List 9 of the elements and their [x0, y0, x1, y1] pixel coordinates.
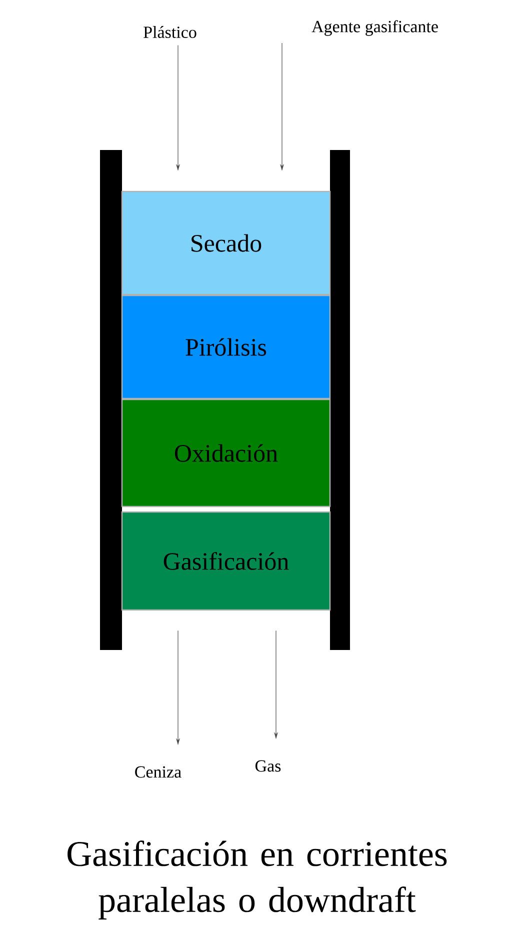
- text-label: Plástico: [144, 26, 196, 38]
- text-label: Gas: [255, 760, 281, 772]
- text-label: Agente gasificante: [312, 20, 438, 36]
- caption: Gasificación en corrientes paralelas o downdraft: [68, 840, 447, 920]
- stage-box: Secado: [121, 190, 331, 296]
- stage-box: Oxidación: [121, 398, 331, 508]
- stage-box: Pirólisis: [121, 294, 331, 400]
- text-label: Ceniza: [135, 766, 182, 778]
- stage-box: Gasificación: [121, 511, 331, 611]
